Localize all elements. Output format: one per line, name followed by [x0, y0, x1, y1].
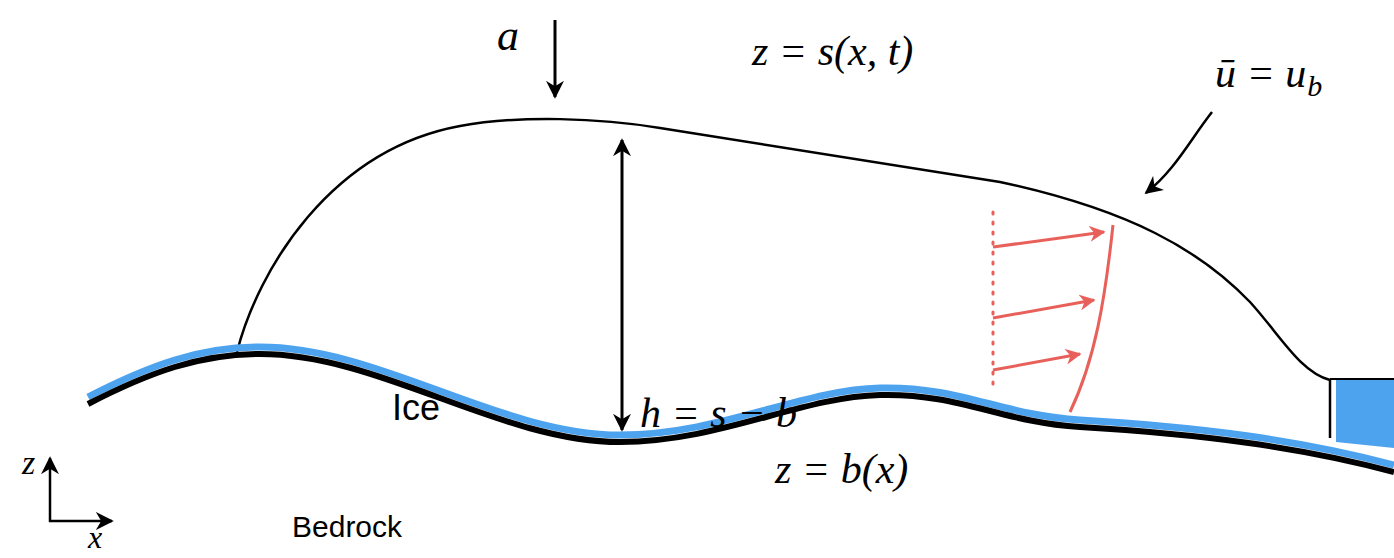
bedrock-label: Bedrock: [292, 512, 402, 542]
velocity-arrow: [993, 232, 1104, 247]
surface-equation: z = s(x, t): [752, 30, 913, 72]
pointer-arrow: [1146, 112, 1212, 193]
axis-label: x: [88, 521, 102, 553]
velocity-arrow: [993, 300, 1094, 318]
velocity-profile-curve: [1070, 225, 1113, 412]
ice-surface: [237, 119, 1330, 438]
water-surface: [1330, 378, 1394, 380]
thickness-arrow: [621, 140, 624, 430]
accumulation-arrow: [554, 20, 557, 97]
bedrock-line: [88, 354, 1394, 472]
thickness-equation: h = s − b: [640, 392, 797, 434]
velocity-arrow: [993, 354, 1080, 370]
z-axis: [49, 458, 52, 522]
velocity-equation: ū = u: [1215, 52, 1306, 94]
velocity-subscript: b: [1307, 71, 1322, 101]
basal-water-layer: [88, 347, 1394, 465]
profile-baseline: [992, 212, 995, 388]
bed-equation: z = b(x): [775, 448, 908, 490]
ocean-water: [1336, 379, 1394, 448]
x-axis: [49, 520, 112, 523]
accumulation-symbol: a: [497, 14, 519, 58]
axis-label: z: [22, 446, 35, 480]
ice-label: Ice: [392, 390, 440, 426]
